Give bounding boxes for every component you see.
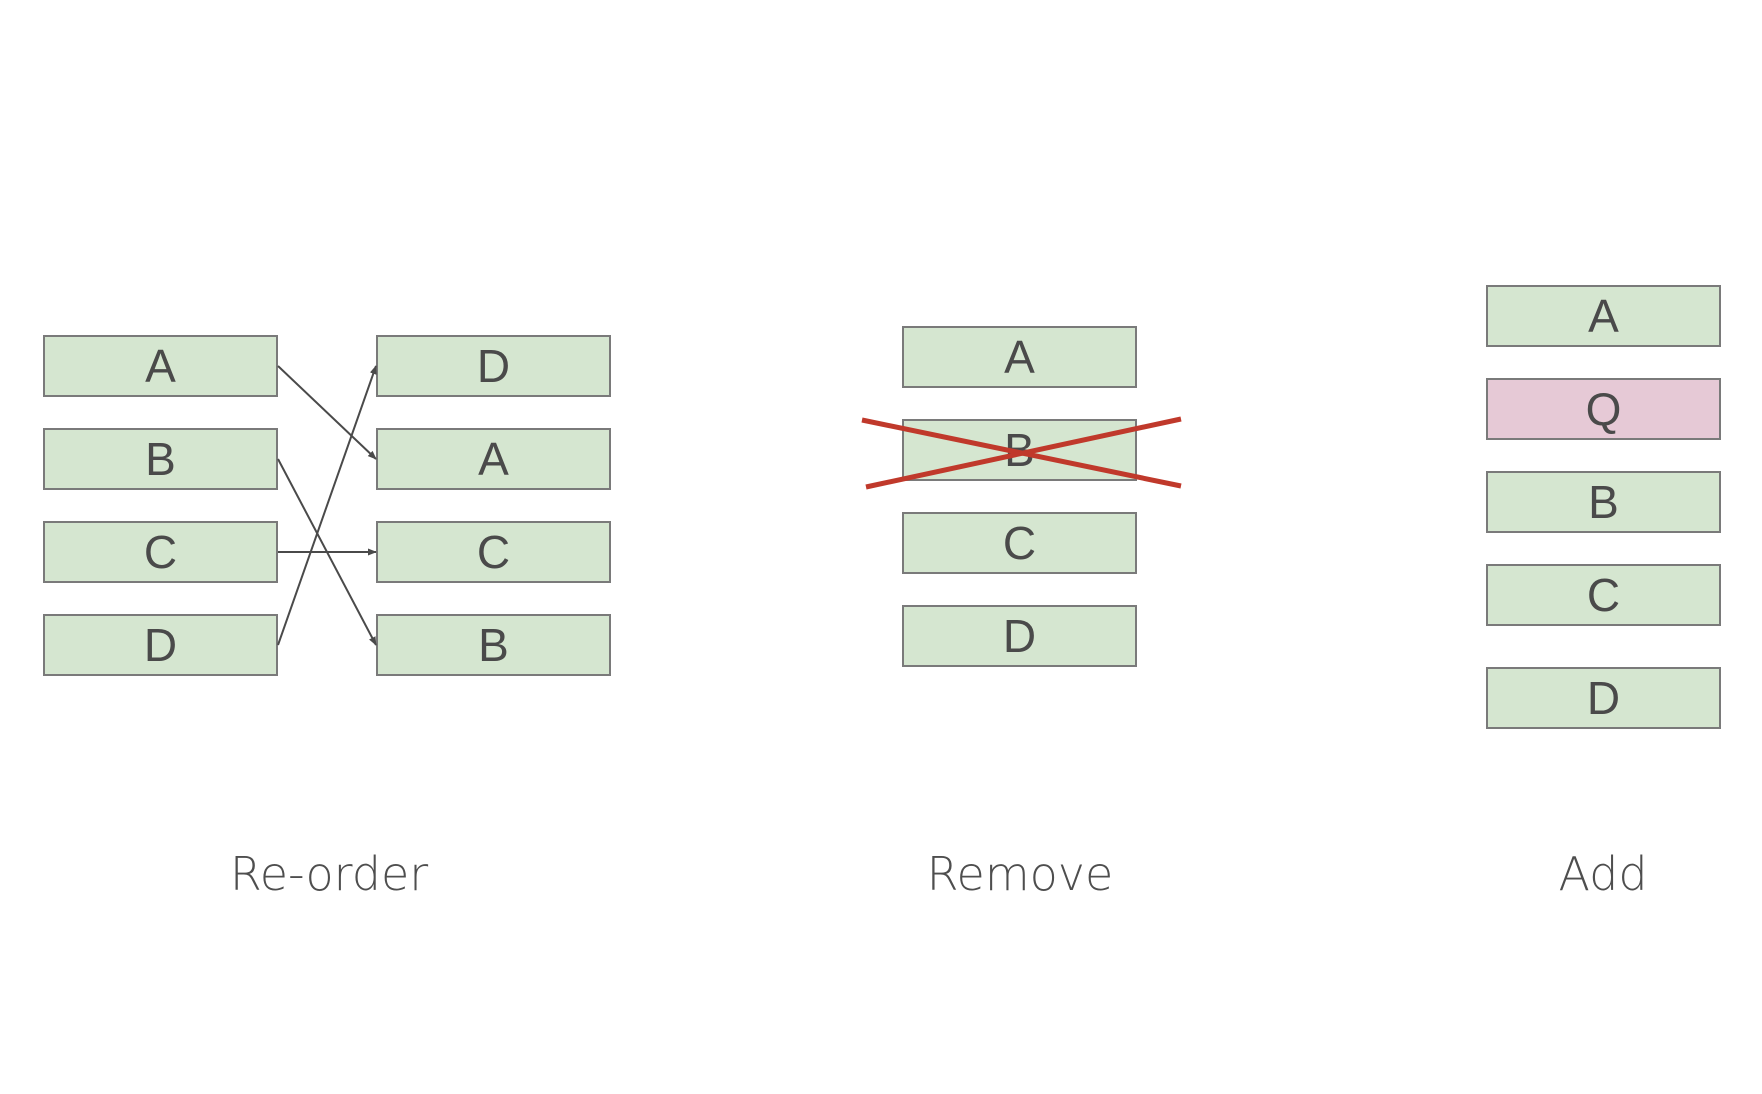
arrow-d-to-d xyxy=(277,365,377,646)
add-box-c: C xyxy=(1486,564,1721,626)
add-box-d: D xyxy=(1486,667,1721,729)
reorder-before-box-c: C xyxy=(43,521,278,583)
reorder-before-box-d: D xyxy=(43,614,278,676)
reorder-before-box-b: B xyxy=(43,428,278,490)
add-caption: Add xyxy=(1558,847,1648,901)
reorder-after-box-a: A xyxy=(376,428,611,490)
reorder-caption: Re-order xyxy=(229,847,429,901)
add-box-b: B xyxy=(1486,471,1721,533)
arrow-a-to-a xyxy=(277,365,377,460)
reorder-after-box-b: B xyxy=(376,614,611,676)
reorder-after-box-c: C xyxy=(376,521,611,583)
add-box-q: Q xyxy=(1486,378,1721,440)
remove-caption: Remove xyxy=(926,847,1114,901)
remove-box-c: C xyxy=(902,512,1137,574)
reorder-before-box-a: A xyxy=(43,335,278,397)
reorder-after-box-d: D xyxy=(376,335,611,397)
remove-box-d: D xyxy=(902,605,1137,667)
remove-box-a: A xyxy=(902,326,1137,388)
remove-box-b: B xyxy=(902,419,1137,481)
arrow-b-to-b xyxy=(277,458,377,646)
add-box-a: A xyxy=(1486,285,1721,347)
